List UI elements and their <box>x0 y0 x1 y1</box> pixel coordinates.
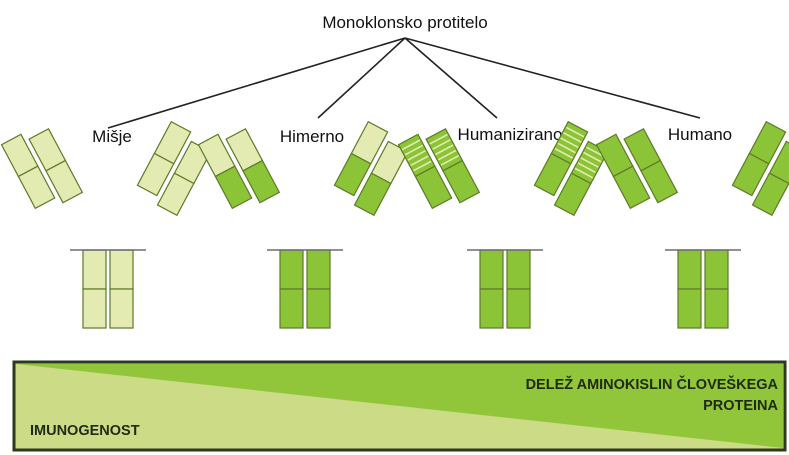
constant-domain <box>280 250 303 289</box>
heavy-chain-stem <box>678 250 701 328</box>
label-humanized: Humanizirano <box>458 125 563 144</box>
heavy-chain-stem <box>110 250 133 328</box>
mouse-antibody-icon <box>2 122 215 328</box>
connector-line-4 <box>405 38 700 118</box>
humanized-antibody-icon <box>399 122 612 328</box>
band-lower-label: IMUNOGENOST <box>30 423 140 439</box>
label-human: Humano <box>668 125 732 144</box>
constant-domain <box>705 250 728 289</box>
chimeric-antibody-icon <box>199 122 412 328</box>
connector-lines <box>108 38 700 128</box>
constant-domain <box>83 250 106 289</box>
band-upper-label-line2: PROTEINA <box>703 398 778 414</box>
constant-domain <box>280 289 303 328</box>
label-mouse: Mišje <box>92 127 132 146</box>
right-arm <box>134 122 215 216</box>
human-antibody-icon <box>597 122 789 328</box>
constant-domain <box>678 289 701 328</box>
constant-domain <box>507 289 530 328</box>
constant-domain <box>307 250 330 289</box>
left-arm <box>199 122 280 216</box>
left-arm <box>597 122 678 216</box>
constant-domain <box>705 289 728 328</box>
left-arm <box>2 122 83 216</box>
label-chimeric: Himerno <box>280 127 344 146</box>
constant-domain <box>110 250 133 289</box>
heavy-chain-stem <box>83 250 106 328</box>
constant-domain <box>678 250 701 289</box>
heavy-chain-stem <box>705 250 728 328</box>
connector-line-2 <box>318 38 405 118</box>
heavy-chain-stem <box>307 250 330 328</box>
constant-domain <box>110 289 133 328</box>
right-arm <box>729 122 789 216</box>
constant-domain <box>480 289 503 328</box>
band-upper-label-line1: DELEŽ AMINOKISLIN ČLOVEŠKEGA <box>526 375 779 393</box>
constant-domain <box>480 250 503 289</box>
heavy-chain-stem <box>480 250 503 328</box>
connector-line-1 <box>108 38 405 128</box>
diagram-title: Monoklonsko protitelo <box>322 13 487 32</box>
heavy-chain-stem <box>280 250 303 328</box>
constant-domain <box>83 289 106 328</box>
constant-domain <box>307 289 330 328</box>
constant-domain <box>507 250 530 289</box>
heavy-chain-stem <box>507 250 530 328</box>
gradient-band: DELEŽ AMINOKISLIN ČLOVEŠKEGA PROTEINA IM… <box>14 362 785 450</box>
